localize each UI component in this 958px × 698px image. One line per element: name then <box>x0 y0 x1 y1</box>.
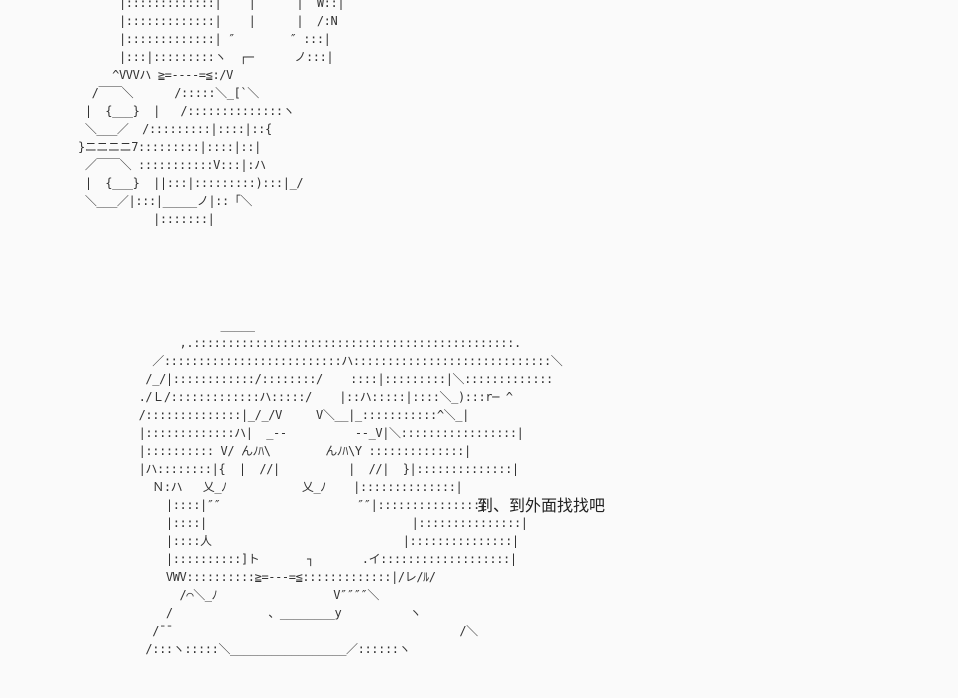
ascii-art-top-line: |:::|:::::::::ヽ ┌─ ノ:::| <box>78 50 334 64</box>
ascii-art-bottom-line: /::::::::::::::|_/_/V V＼__|_:::::::::::^… <box>84 408 470 422</box>
ascii-art-top-line: |:::::::::::::| | | /:N <box>78 14 338 28</box>
ascii-art-top-line: ／￣￣＼ :::::::::::V:::|:ハ <box>78 158 266 172</box>
ascii-art-bottom: _____ ,.::::::::::::::::::::::::::::::::… <box>84 316 563 658</box>
ascii-art-bottom-line: |::::| |:::::::::::::::| <box>84 516 528 530</box>
ascii-art-bottom-line: / 、________y ヽ <box>84 606 422 620</box>
ascii-art-bottom-line: ,.::::::::::::::::::::::::::::::::::::::… <box>84 336 522 350</box>
ascii-art-bottom-line: |::::人 |:::::::::::::::| <box>84 534 519 548</box>
ascii-art-top-line: |:::::::| <box>78 212 215 226</box>
ascii-art-bottom-line: VWV::::::::::≧=---=≦:::::::::::::|/レ/ﾙ/ <box>84 570 436 584</box>
ascii-art-bottom-line: /_/|::::::::::::/::::::::/ ::::|::::::::… <box>84 372 553 386</box>
ascii-art-bottom-line: /¯¯ /＼ <box>84 624 478 638</box>
ascii-art-bottom-line: Ｎ:ハ 乂_ﾉ 乂_ﾉ |::::::::::::::| <box>84 480 463 494</box>
ascii-art-top-line: |:::::::::::::| | | W::| <box>78 0 345 10</box>
dialogue-text: 到、到外面找找吧 <box>477 496 606 515</box>
ascii-art-bottom-line: |ハ::::::::|{ | //| | //| }|:::::::::::::… <box>84 462 520 476</box>
ascii-art-bottom-line: ／::::::::::::::::::::::::::ハ::::::::::::… <box>84 354 563 368</box>
ascii-art-bottom-line: /⌒＼_ﾉ V″″″″＼ <box>84 588 380 602</box>
ascii-art-top-line: ＼___／|:::|_____ノ|::「＼ <box>78 194 253 208</box>
ascii-art-top-line: | {___} | /::::::::::::::ヽ <box>78 104 295 118</box>
ascii-art-bottom-line: ./Ｌ/:::::::::::::ハ:::::/ |::ハ:::::|::::＼… <box>84 390 513 404</box>
ascii-art-top-line: | {___} ||:::|:::::::::):::|_/ <box>78 176 304 190</box>
ascii-art-bottom-line: |::::|″″ ″″|:::::::::::::::| <box>84 498 487 512</box>
ascii-art-top-line: }ニニニニ7:::::::::|::::|::| <box>78 140 261 154</box>
ascii-art-bottom-line: /:::ヽ:::::＼_________________／::::::ヽ <box>84 642 411 656</box>
ascii-art-top-line: |:::::::::::::| ″ ″ :::| <box>78 32 331 46</box>
ascii-art-top-line: ^VVVハ ≧=----=≦:/V <box>78 68 233 82</box>
ascii-art-top-line: /￣￣＼ /:::::＼_[`＼ <box>78 86 260 100</box>
ascii-art-top: |:::::::::::::| | | W::| |:::::::::::::|… <box>78 0 345 228</box>
ascii-art-top-line: ＼___／ /:::::::::|::::|::{ <box>78 122 272 136</box>
ascii-art-bottom-line: |::::::::::]ト ┐ .イ:::::::::::::::::::| <box>84 552 517 566</box>
ascii-art-bottom-line: |:::::::::: V/ んﾉﾊ\ んﾉﾊ\Y ::::::::::::::… <box>84 444 472 458</box>
ascii-art-bottom-line: |:::::::::::::ハ| _-- --_V|＼:::::::::::::… <box>84 426 524 440</box>
ascii-art-bottom-line: _____ <box>84 318 255 332</box>
